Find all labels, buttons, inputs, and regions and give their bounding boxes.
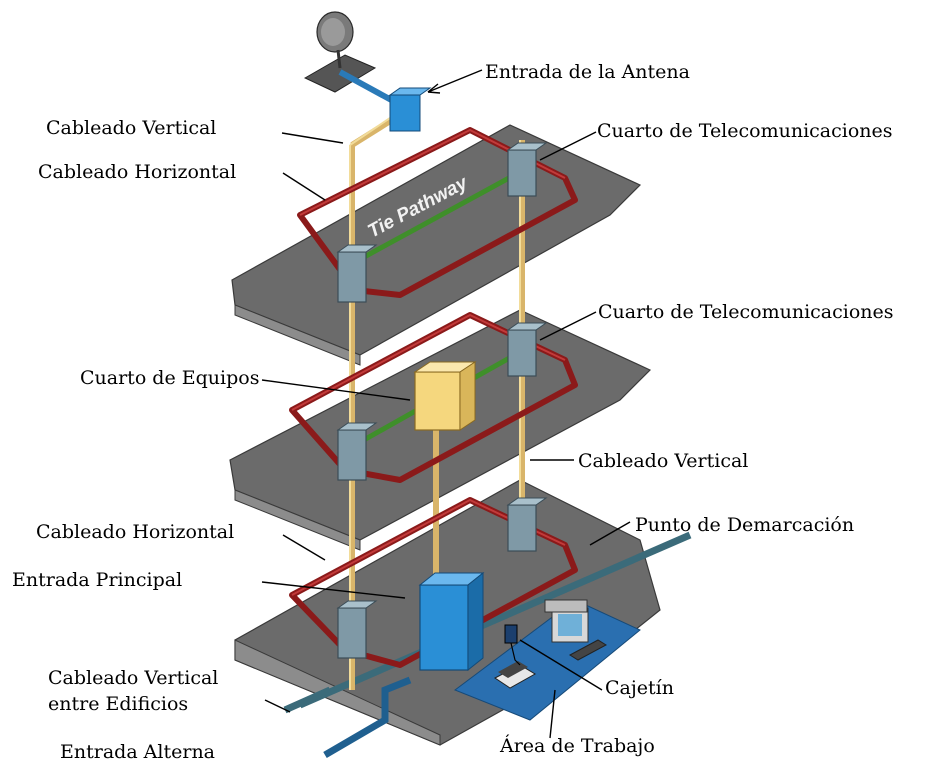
vertical-risers — [349, 115, 525, 690]
equipment-room-box — [413, 361, 477, 431]
demarcation-point-label: Punto de Demarcación — [635, 514, 854, 536]
label-arrows — [261, 69, 631, 739]
diagram-labels: Entrada de la Antena Cableado Vertical C… — [12, 61, 894, 763]
telecom-room-top-label: Cuarto de Telecomunicaciones — [597, 120, 893, 142]
alternate-entrance-label: Entrada Alterna — [60, 741, 215, 763]
top-floor — [231, 124, 642, 366]
vertical-cabling-mid-label: Cableado Vertical — [578, 450, 748, 472]
inter-building-label-line1: Cableado Vertical — [48, 667, 218, 689]
computer-icon — [544, 599, 607, 661]
equipment-room-label: Cuarto de Equipos — [80, 367, 259, 389]
horizontal-cabling-top-label: Cableado Horizontal — [38, 161, 236, 183]
main-entrance-box — [418, 571, 485, 672]
horizontal-cabling-bottom-label: Cableado Horizontal — [36, 521, 234, 543]
vertical-cabling-top-label: Cableado Vertical — [46, 117, 216, 139]
telecom-room-boxes — [336, 142, 548, 659]
outlet-label: Cajetín — [605, 677, 674, 699]
inter-building-label-line2: entre Edificios — [48, 693, 188, 715]
work-area — [453, 599, 641, 721]
satellite-dish-icon — [303, 11, 432, 132]
telephone-icon — [494, 661, 536, 689]
outlet-icon — [504, 624, 521, 666]
main-entrance-label: Entrada Principal — [12, 569, 182, 591]
telecom-room-mid-label: Cuarto de Telecomunicaciones — [598, 301, 894, 323]
antenna-entrance-label: Entrada de la Antena — [485, 61, 690, 83]
work-area-label: Área de Trabajo — [499, 734, 655, 757]
